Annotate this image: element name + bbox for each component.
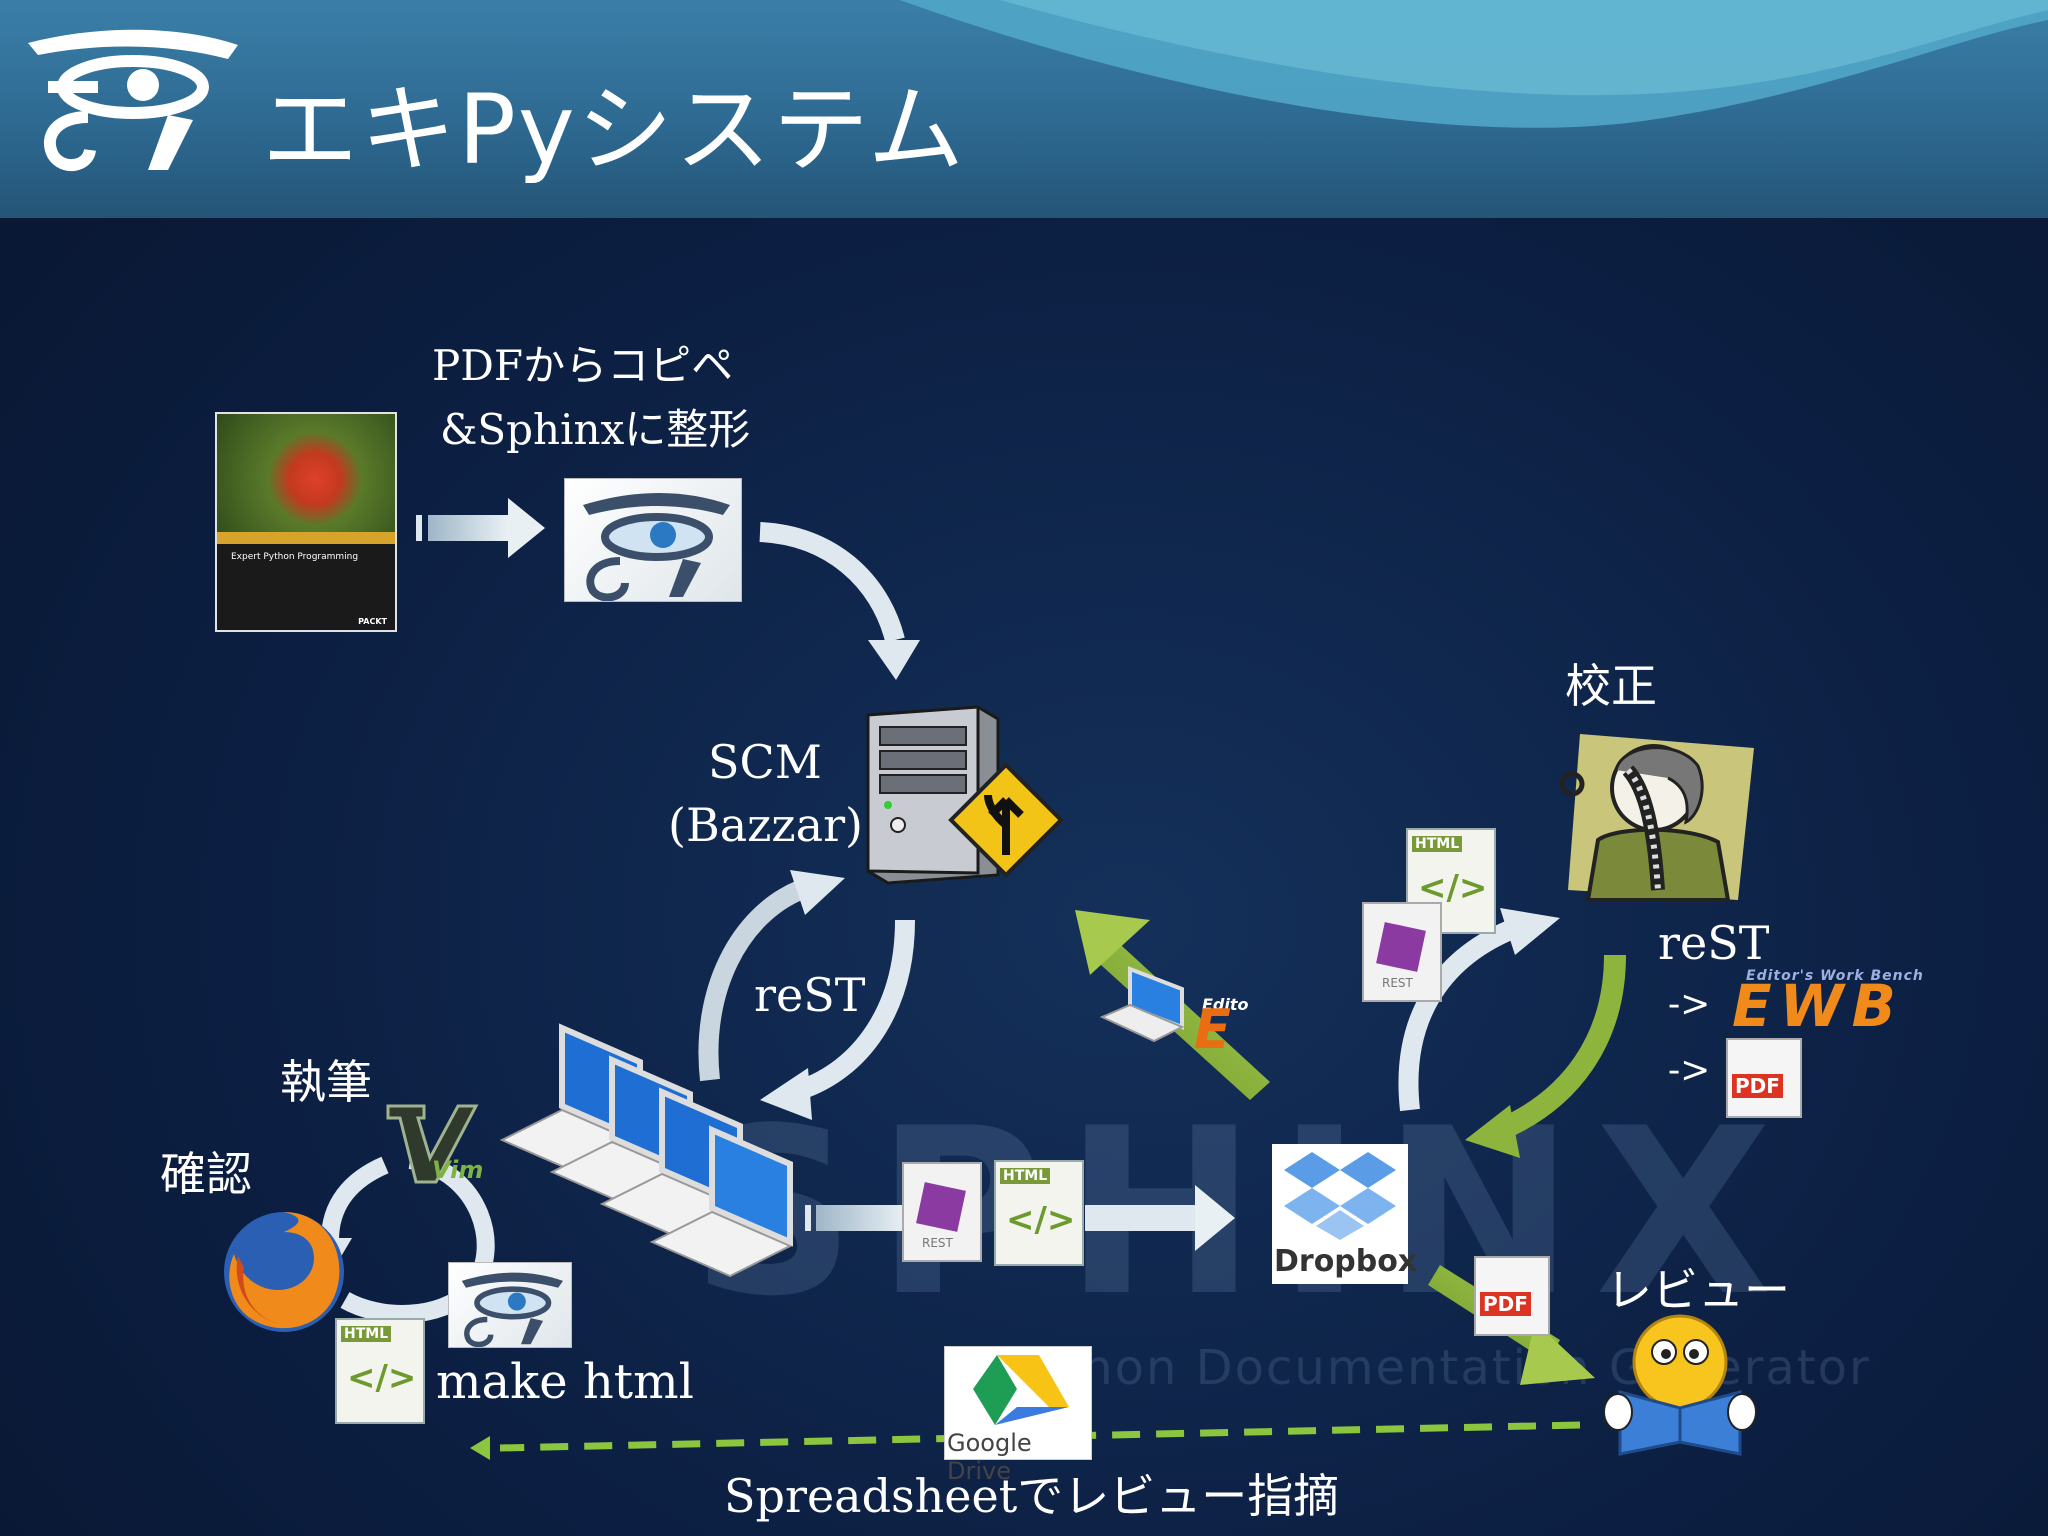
pdf-document-icon-right: PDF [1726,1038,1802,1118]
label-to-pdf: -> [1668,1050,1711,1091]
editor-laptop-icon [1099,965,1190,1045]
pdf-tag-right: PDF [1732,1074,1783,1098]
book-title: Expert Python Programming [231,552,359,562]
eye-of-horus-small-icon [461,1272,564,1348]
scm-server-icon [866,705,1076,885]
rest-tag-right: REST [1382,976,1413,990]
ewb-logo-icon: Editor's Work Bench EWB [1722,968,1936,1038]
header-bar: エキPyシステム [0,0,2048,218]
code-brackets-icon: </> [347,1358,417,1398]
laptops-cluster-icon [490,1020,800,1280]
sphinx-eye-tile [564,478,742,602]
arrow-sphinx-to-scm [759,522,920,680]
html-document-icon-author: HTML </> [335,1318,425,1424]
eye-of-horus-logo-icon [28,29,238,171]
proofreader-person-icon [1558,730,1754,910]
dropbox-label: Dropbox [1274,1244,1418,1279]
google-drive-label: Google Drive [947,1429,1032,1485]
dropbox-logo-icon [1284,1152,1396,1240]
label-to-ewb: -> [1668,984,1711,1025]
dropbox-icon: Dropbox [1272,1144,1417,1284]
arrow-scm-to-laptops [760,919,915,1120]
pdf-document-icon-review: PDF [1474,1256,1550,1336]
ewb-label: EWB [1732,972,1904,1040]
code-brackets-icon-center: </> [1006,1200,1076,1240]
slide-title: エキPyシステム [262,74,966,186]
book-publisher: PACKT [358,617,387,626]
label-bazzar: (Bazzar) [668,798,864,852]
label-rest-right: reST [1658,916,1770,970]
html-tag-center: HTML [1000,1168,1051,1184]
google-drive-icon: Google Drive [944,1346,1092,1485]
firefox-icon [218,1206,350,1338]
google-drive-logo-icon [973,1355,1069,1425]
arrow-proofreader-to-dropbox [1465,954,1626,1158]
label-shippitsu: 執筆 [280,1055,372,1109]
code-brackets-icon-right: </> [1418,868,1488,908]
ewb-sub-label: Editor's Work Bench [1746,968,1924,984]
editor-e-letter: E [1194,998,1231,1061]
label-kousei: 校正 [1565,659,1657,713]
rest-document-icon-right: REST [1362,902,1442,1002]
html-document-icon-center: HTML </> [994,1160,1084,1266]
editor-text: Edito [1202,995,1249,1014]
vim-logo-icon: Vim [380,1098,484,1190]
rest-doc-emblem-right [1376,922,1426,972]
editor-e-logo-icon: Edito E [1188,995,1268,1061]
vim-label: Vim [432,1156,484,1184]
html-tag-right: HTML [1412,836,1463,852]
book-flower-photo [217,414,395,532]
eye-of-horus-icon [583,493,730,602]
label-make-html: make html [436,1354,694,1410]
book-cover-image: Expert Python Programming PACKT [215,412,397,632]
label-pdf-copy: PDFからコピペ [432,341,734,390]
rest-tag: REST [922,1236,953,1250]
label-rest-center: reST [754,968,866,1022]
reviewer-smiley-icon [1600,1312,1760,1458]
label-kakunin: 確認 [160,1147,252,1201]
laptop-4-icon [649,1125,793,1278]
sphinx-small-tile [448,1262,572,1348]
label-spreadsheet-review: Spreadsheetでレビュー指摘 [724,1469,1340,1523]
book-band [217,532,395,544]
pdf-tag-review: PDF [1480,1292,1531,1316]
rest-doc-emblem [916,1182,966,1232]
arrow-book-to-sphinx [416,498,545,558]
rest-document-icon-center: REST [902,1162,982,1262]
label-review: レビュー [1606,1263,1790,1317]
arrow-laptops-to-scm [698,870,845,1082]
label-scm: SCM [708,735,822,789]
html-tag: HTML [341,1326,392,1342]
arrow-laptops-to-dropbox [805,1185,1235,1251]
label-sphinx-format: &Sphinxに整形 [440,405,751,454]
